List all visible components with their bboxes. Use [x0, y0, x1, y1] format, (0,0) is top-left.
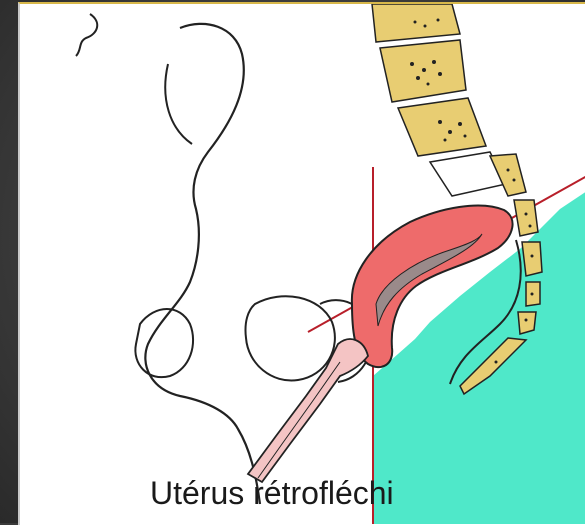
vaginal-canal [248, 339, 368, 482]
pelvis-diagram [20, 4, 585, 525]
obturator-outline [245, 296, 334, 380]
curl-mark [76, 14, 97, 56]
hip-bone-outline [145, 24, 260, 504]
diagram-caption: Utérus rétrofléchi [150, 473, 394, 513]
diagram-panel: Utérus rétrofléchi [18, 2, 585, 525]
iliac-crest-outline [165, 64, 192, 144]
